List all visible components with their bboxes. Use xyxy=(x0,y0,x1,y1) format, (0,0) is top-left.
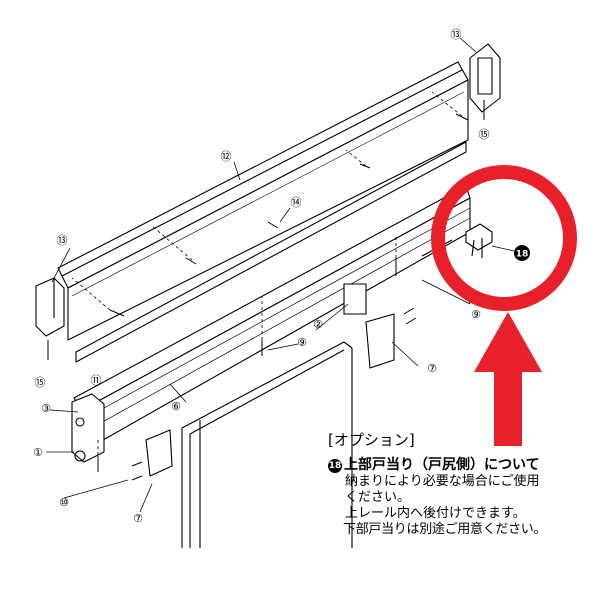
option-heading: [オプション] xyxy=(328,431,415,449)
label-10: ⑩ xyxy=(59,496,69,509)
strip-part xyxy=(75,141,467,363)
label-7-upper: ⑦ xyxy=(427,362,437,375)
alignment-lines xyxy=(71,91,463,456)
label-14: ⑭ xyxy=(291,196,302,209)
label-9-right: ⑨ xyxy=(471,308,481,321)
svg-text:18: 18 xyxy=(516,250,529,260)
option-18-badge: 18 xyxy=(514,245,530,261)
label-11: ⑪ xyxy=(91,374,102,387)
rail-end-unit xyxy=(71,393,105,463)
label-12: ⑫ xyxy=(221,150,232,163)
up-arrow-icon xyxy=(474,312,542,446)
roller-part xyxy=(343,283,367,315)
label-6: ⑥ xyxy=(171,400,181,413)
main-rail xyxy=(73,185,471,445)
label-2: ② xyxy=(313,318,323,331)
option-line-1: 納まりにより必要な場合にご使用 xyxy=(345,474,540,489)
label-9-center: ⑨ xyxy=(297,336,307,349)
bracket-part-lower xyxy=(145,429,173,477)
end-cap-right xyxy=(469,43,501,113)
option-line-3: 上レール内へ後付けできます。 xyxy=(345,506,526,521)
label-1: ① xyxy=(33,446,43,459)
label-7-lower: ⑦ xyxy=(133,512,143,525)
label-3: ③ xyxy=(41,402,51,415)
option-title-text: 上部戸当り（戸尻側）について xyxy=(344,457,540,473)
option-line-2: ください。 xyxy=(345,490,411,505)
label-15-right: ⑮ xyxy=(479,128,490,141)
label-13-right: ⑬ xyxy=(451,28,462,41)
label-13-left: ⑬ xyxy=(57,234,68,247)
screw-group xyxy=(47,100,485,481)
highlight-ring xyxy=(431,165,577,311)
option-line-4: 下部戸当りは別途ご用意ください。 xyxy=(343,522,547,537)
bracket-part-upper xyxy=(365,313,395,369)
upper-cover-part xyxy=(57,61,469,341)
option-number-badge: 18 xyxy=(328,459,342,473)
door-frame xyxy=(181,341,353,548)
stopper-option-part xyxy=(421,223,493,258)
end-cap-left xyxy=(35,277,65,337)
label-15-left: ⑮ xyxy=(35,376,46,389)
